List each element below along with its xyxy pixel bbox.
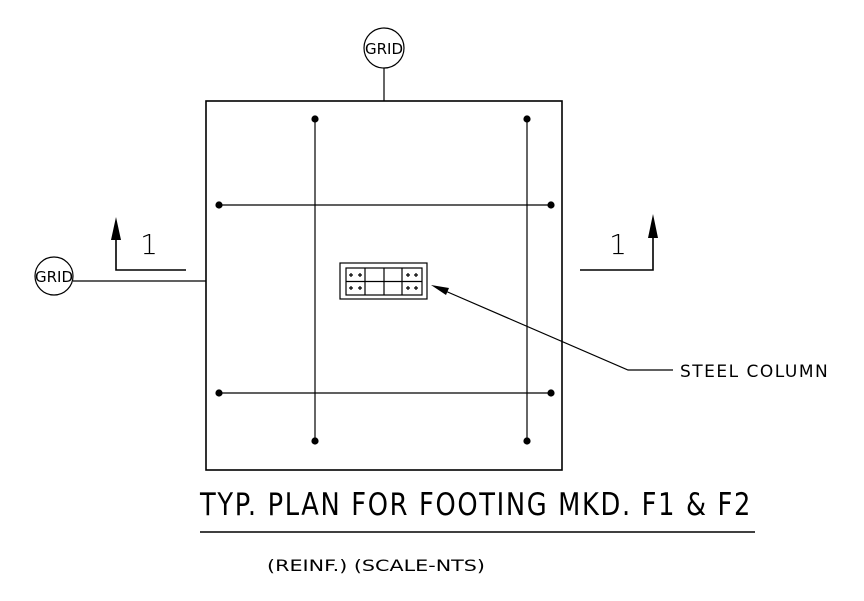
- leader-line: [442, 289, 673, 371]
- section-label-left: 1: [140, 228, 158, 261]
- rebar-end-dot: [523, 115, 531, 123]
- grid-marker-left: GRID: [34, 256, 206, 296]
- steel-column-leader: STEEL COLUMN: [431, 285, 829, 382]
- drawing-subtitle: (REINF.) (SCALE-NTS): [267, 556, 485, 575]
- rebar-end-dot: [547, 201, 555, 209]
- grid-label-top: GRID: [365, 40, 403, 58]
- steel-column: [339, 262, 428, 300]
- rebar-end-dot: [547, 389, 555, 397]
- section-marker-left: 1: [111, 217, 186, 271]
- section-arrow-right: [648, 214, 658, 238]
- anchor-bolts: [349, 273, 418, 290]
- section-arrow-left: [111, 217, 121, 240]
- section-label-right: 1: [609, 228, 627, 261]
- reinforcement-bars: [215, 115, 555, 445]
- rebar-end-dot: [215, 201, 223, 209]
- drawing-title: TYP. PLAN FOR FOOTING MKD. F1 & F2: [199, 487, 752, 523]
- rebar-end-dot: [523, 437, 531, 445]
- leader-arrow: [431, 285, 449, 295]
- rebar-end-dot: [311, 115, 319, 123]
- grid-marker-top: GRID: [363, 27, 405, 101]
- footing-outline: [205, 100, 563, 471]
- rebar-end-dot: [215, 389, 223, 397]
- steel-column-label: STEEL COLUMN: [680, 362, 829, 382]
- base-plate: [339, 262, 428, 300]
- grid-label-left: GRID: [35, 268, 73, 286]
- section-marker-right: 1: [580, 214, 658, 271]
- section-line-left: [115, 240, 186, 271]
- rebar-end-dot: [311, 437, 319, 445]
- grid-bubble-left: [34, 256, 74, 296]
- section-line-right: [580, 238, 654, 271]
